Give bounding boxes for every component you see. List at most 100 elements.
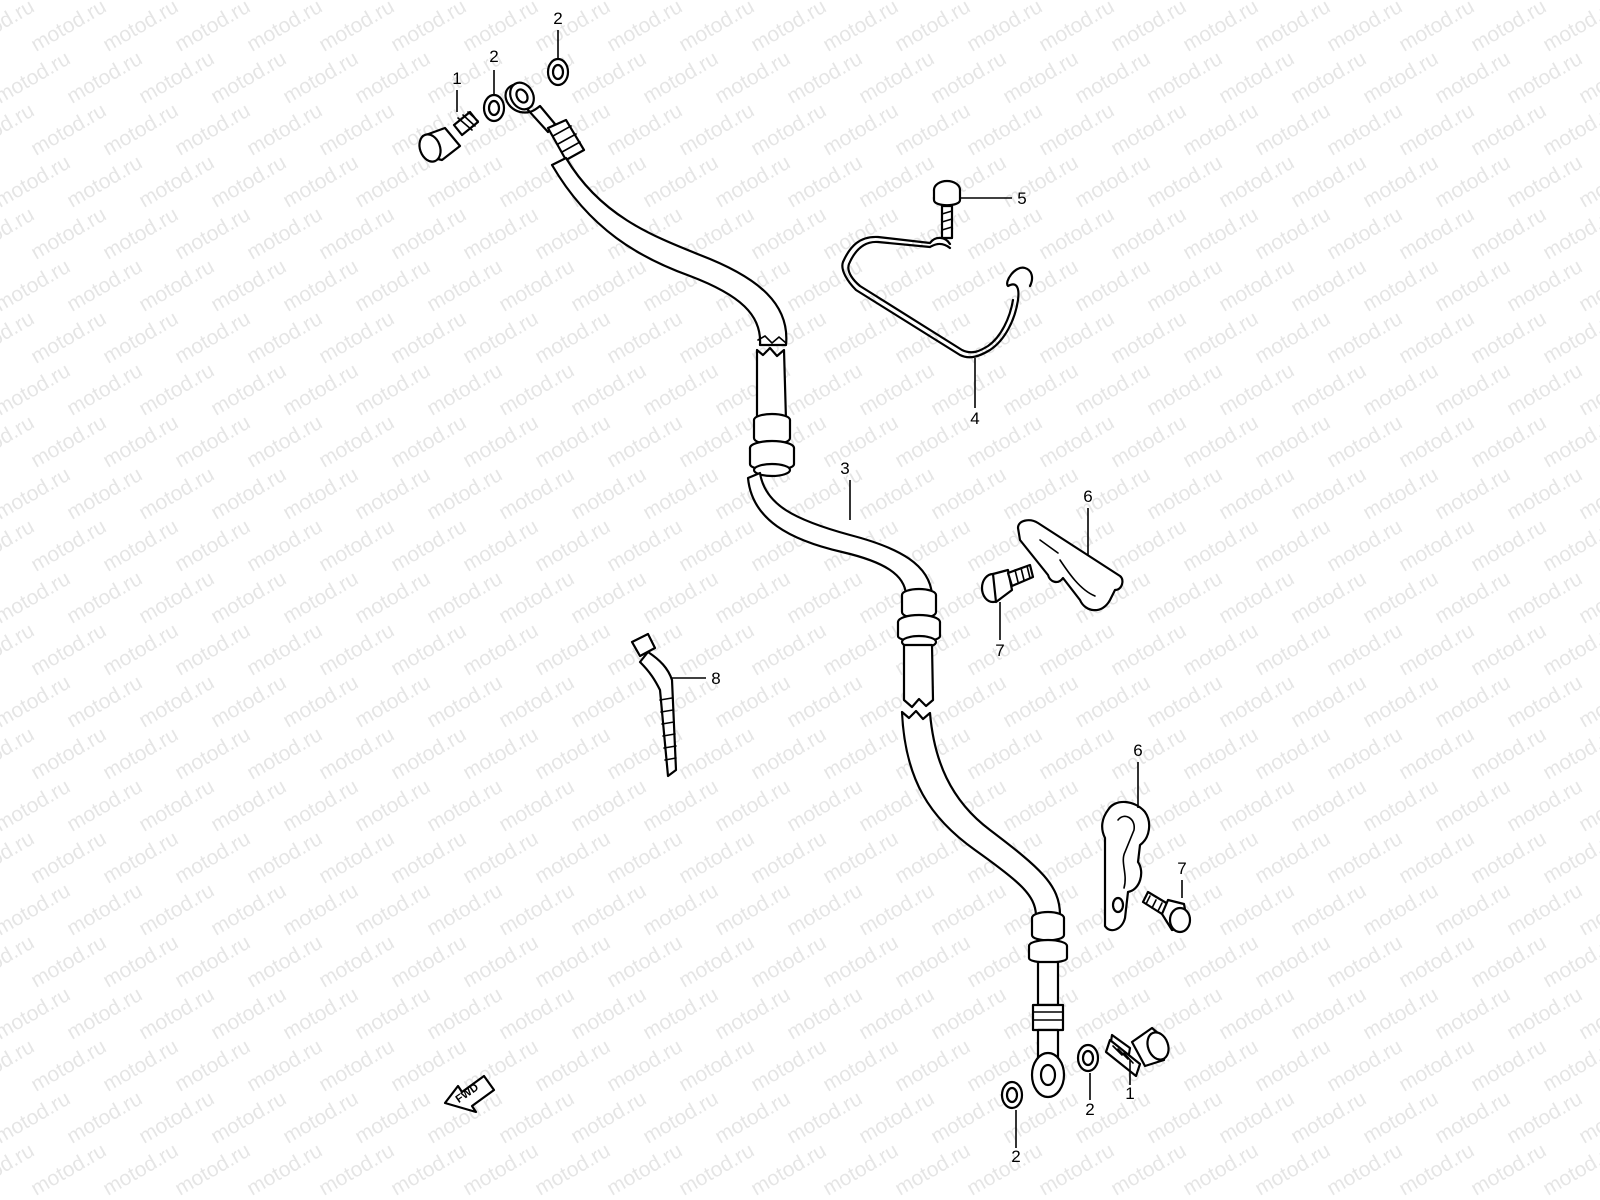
watermark-text: motod.ru	[639, 671, 722, 732]
watermark-text: motod.ru	[819, 0, 902, 56]
watermark-text: motod.ru	[1467, 1139, 1550, 1200]
watermark-text: motod.ru	[1575, 0, 1600, 4]
brake-hose	[504, 81, 1069, 1099]
watermark-text: motod.ru	[387, 619, 470, 680]
watermark-text: motod.ru	[711, 983, 794, 1044]
watermark-text: motod.ru	[675, 307, 758, 368]
watermark-text: motod.ru	[639, 151, 722, 212]
wire-guide	[841, 235, 1034, 359]
watermark-text: motod.ru	[135, 879, 218, 940]
watermark-text: motod.ru	[315, 1139, 398, 1200]
watermark-text: motod.ru	[99, 203, 182, 264]
leader-lines	[456, 30, 1183, 1148]
watermark-text: motod.ru	[243, 1139, 326, 1200]
watermark-text: motod.ru	[1467, 827, 1550, 888]
watermark-text: motod.ru	[783, 255, 866, 316]
watermark-text: motod.ru	[99, 619, 182, 680]
watermark-text: motod.ru	[783, 151, 866, 212]
watermark-text: motod.ru	[891, 1139, 974, 1200]
watermark-text: motod.ru	[99, 723, 182, 784]
banjo-bolt-lower	[1104, 1026, 1170, 1078]
watermark-text: motod.ru	[63, 47, 146, 108]
watermark-text: motod.ru	[459, 931, 542, 992]
watermark-text: motod.ru	[639, 463, 722, 524]
watermark-text: motod.ru	[0, 47, 74, 108]
watermark-text: motod.ru	[1143, 567, 1226, 628]
watermark-text: motod.ru	[531, 1035, 614, 1096]
watermark-text: motod.ru	[1539, 723, 1600, 784]
watermark-text: motod.ru	[963, 0, 1046, 56]
watermark-text: motod.ru	[1251, 723, 1334, 784]
watermark-text: motod.ru	[1035, 723, 1118, 784]
watermark-text: motod.ru	[1071, 151, 1154, 212]
watermark-text: motod.ru	[999, 0, 1082, 4]
watermark-text: motod.ru	[927, 671, 1010, 732]
watermark-text: motod.ru	[0, 567, 74, 628]
watermark-text: motod.ru	[1359, 671, 1442, 732]
bolt-5	[932, 179, 962, 240]
watermark-text: motod.ru	[315, 515, 398, 576]
watermark-text: motod.ru	[1287, 255, 1370, 316]
watermark-text: motod.ru	[1359, 1087, 1442, 1148]
watermark-text: motod.ru	[603, 827, 686, 888]
watermark-text: motod.ru	[855, 879, 938, 940]
watermark-text: motod.ru	[639, 567, 722, 628]
watermark-text: motod.ru	[531, 515, 614, 576]
watermark-text: motod.ru	[315, 0, 398, 56]
watermark-text: motod.ru	[1503, 463, 1586, 524]
watermark-text: motod.ru	[783, 359, 866, 420]
watermark-text: motod.ru	[711, 671, 794, 732]
watermark-text: motod.ru	[207, 671, 290, 732]
watermark-text: motod.ru	[243, 307, 326, 368]
callout-6-upper: 6	[1083, 487, 1092, 506]
watermark-text: motod.ru	[99, 827, 182, 888]
watermark-text: motod.ru	[1539, 203, 1600, 264]
watermark-text: motod.ru	[387, 307, 470, 368]
watermark-text: motod.ru	[747, 1139, 830, 1200]
watermark-text: motod.ru	[207, 0, 290, 4]
bolt-7-upper	[980, 563, 1035, 604]
watermark-text: motod.ru	[891, 411, 974, 472]
watermark-text: motod.ru	[1287, 775, 1370, 836]
watermark-text: motod.ru	[459, 1139, 542, 1200]
washer-lower-outer	[1000, 1080, 1024, 1110]
watermark-text: motod.ru	[423, 359, 506, 420]
watermark-text: motod.ru	[171, 99, 254, 160]
watermark-text: motod.ru	[1287, 47, 1370, 108]
watermark-text: motod.ru	[27, 723, 110, 784]
watermark-text: motod.ru	[1143, 775, 1226, 836]
watermark-text: motod.ru	[207, 567, 290, 628]
watermark-text: motod.ru	[351, 879, 434, 940]
watermark-text: motod.ru	[315, 203, 398, 264]
watermark-text: motod.ru	[603, 0, 686, 56]
watermark-text: motod.ru	[423, 775, 506, 836]
watermark-text: motod.ru	[351, 47, 434, 108]
watermark-text: motod.ru	[1107, 203, 1190, 264]
watermark-text: motod.ru	[63, 671, 146, 732]
watermark-text: motod.ru	[495, 1087, 578, 1148]
watermark-text: motod.ru	[135, 671, 218, 732]
watermark-text: motod.ru	[1395, 1035, 1478, 1096]
clamp-lower	[1101, 800, 1151, 932]
watermark-text: motod.ru	[819, 203, 902, 264]
callout-3: 3	[840, 459, 849, 478]
watermark-text: motod.ru	[135, 775, 218, 836]
callout-2-lower-outer: 2	[1011, 1147, 1020, 1166]
watermark-text: motod.ru	[207, 775, 290, 836]
watermark-text: motod.ru	[1251, 203, 1334, 264]
watermark-text: motod.ru	[243, 0, 326, 56]
watermark-text: motod.ru	[1503, 567, 1586, 628]
watermark-text: motod.ru	[1071, 255, 1154, 316]
watermark-text: motod.ru	[1323, 203, 1406, 264]
watermark-text: motod.ru	[1359, 879, 1442, 940]
callout-8: 8	[711, 669, 720, 688]
watermark-text: motod.ru	[927, 0, 1010, 4]
watermark-text: motod.ru	[1395, 411, 1478, 472]
watermark-text: motod.ru	[135, 983, 218, 1044]
watermark-text: motod.ru	[459, 307, 542, 368]
callout-4: 4	[970, 409, 979, 428]
watermark-text: motod.ru	[171, 203, 254, 264]
washer-upper-outer	[546, 57, 570, 87]
watermark-text: motod.ru	[1251, 0, 1334, 56]
